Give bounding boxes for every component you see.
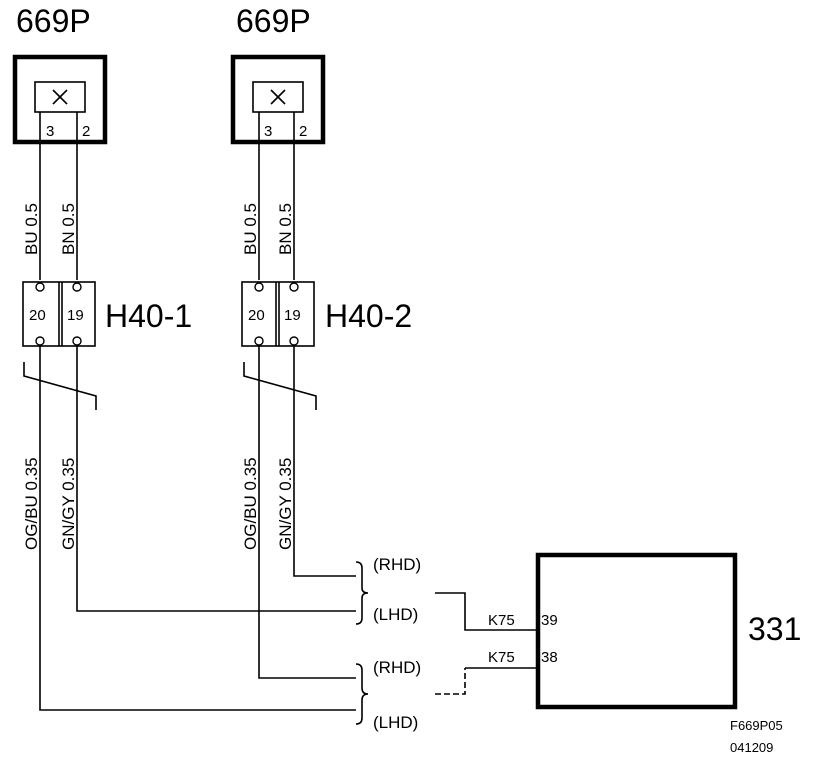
connector-h40-1-title: H40-1 xyxy=(105,298,192,334)
connector-h40-2 xyxy=(241,281,315,347)
wire-right-bu-label: BU 0.5 xyxy=(241,203,260,255)
sensor-left-cross-icon-b xyxy=(52,89,68,105)
connector-h40-2-terminal xyxy=(289,282,299,292)
connector-h40-1-terminal xyxy=(35,336,45,346)
twisted-pair-marker-left xyxy=(23,362,97,410)
wire-right-bn-label: BN 0.5 xyxy=(276,203,295,255)
wire-left-bn-label: BN 0.5 xyxy=(59,203,78,255)
variant-brace-pin38 xyxy=(355,663,369,725)
wire-h40-1-gngy-label: GN/GY 0.35 xyxy=(59,458,78,550)
sensor-left-pin2-label: 2 xyxy=(82,123,90,140)
wire-to-pin38-dashed xyxy=(435,668,466,695)
module-pin38-label: 38 xyxy=(541,649,558,666)
connector-h40-1-pin20: 20 xyxy=(29,307,46,324)
sensor-left-title: 669P xyxy=(16,3,91,39)
wire-h40-1-gngy xyxy=(76,345,356,612)
figure-date: 041209 xyxy=(730,740,773,755)
sensor-right-housing xyxy=(230,54,326,145)
module-331-box xyxy=(535,552,738,710)
wire-h40-2-gngy xyxy=(293,345,356,577)
module-pin39-prefix: K75 xyxy=(488,612,515,629)
connector-h40-2-terminal xyxy=(254,282,264,292)
variant-lhd-label-2: (LHD) xyxy=(373,713,418,732)
module-pin39-label: 39 xyxy=(541,612,558,629)
wire-h40-2-gngy-label: GN/GY 0.35 xyxy=(276,458,295,550)
module-331-title: 331 xyxy=(748,611,801,647)
connector-h40-2-title: H40-2 xyxy=(325,298,412,334)
connector-h40-2-pin20: 20 xyxy=(248,307,265,324)
sensor-left-housing xyxy=(12,54,108,145)
connector-h40-1-terminal xyxy=(72,282,82,292)
sensor-right-pin2-label: 2 xyxy=(299,123,307,140)
variant-rhd-label-1: (RHD) xyxy=(373,555,421,574)
figure-code: F669P05 xyxy=(730,718,783,733)
connector-h40-2-terminal xyxy=(289,336,299,346)
sensor-right-title: 669P xyxy=(236,3,311,39)
connector-h40-1-terminal xyxy=(72,336,82,346)
sensor-right-cross-icon-b xyxy=(270,89,286,105)
wire-h40-1-ogbu xyxy=(39,345,356,711)
variant-rhd-label-2: (RHD) xyxy=(373,658,421,677)
wire-h40-2-ogbu-label: OG/BU 0.35 xyxy=(241,457,260,550)
sensor-left-pin3-label: 3 xyxy=(46,123,54,140)
wire-h40-2-ogbu xyxy=(258,345,356,679)
wire-h40-1-ogbu-label: OG/BU 0.35 xyxy=(22,457,41,550)
connector-h40-1-pin19: 19 xyxy=(67,307,84,324)
variant-lhd-label-1: (LHD) xyxy=(373,605,418,624)
module-pin38-prefix: K75 xyxy=(488,649,515,666)
connector-h40-2-terminal xyxy=(254,336,264,346)
connector-h40-1-terminal xyxy=(35,282,45,292)
wire-left-bu-label: BU 0.5 xyxy=(22,203,41,255)
sensor-left-element xyxy=(34,81,86,113)
wire-to-pin39 xyxy=(435,592,538,631)
twisted-pair-marker-right xyxy=(243,362,317,410)
sensor-right-pin3-label: 3 xyxy=(264,123,272,140)
variant-brace-pin39 xyxy=(355,561,369,625)
connector-h40-2-pin19: 19 xyxy=(284,307,301,324)
